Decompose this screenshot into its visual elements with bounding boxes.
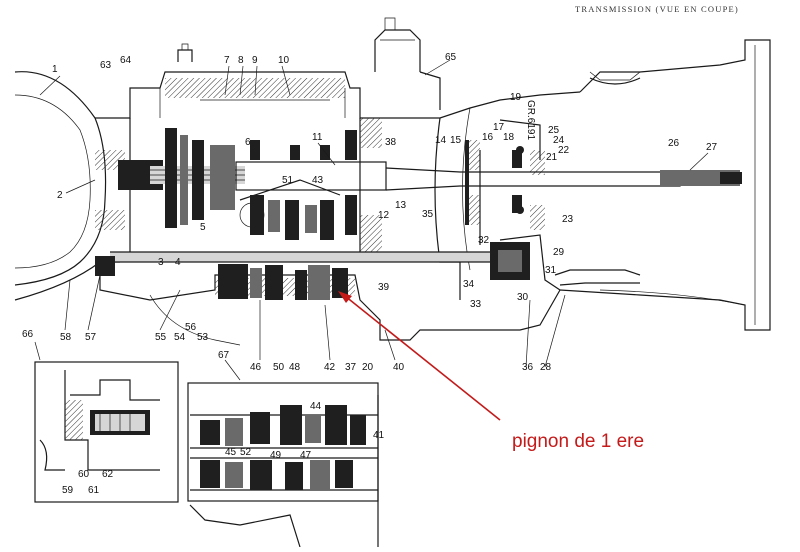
part-label: 45 xyxy=(225,447,237,458)
part-label: 9 xyxy=(252,55,258,66)
part-label: 47 xyxy=(300,450,312,461)
inset-67 xyxy=(187,382,379,548)
leader-lines xyxy=(34,59,709,381)
part-label: 25 xyxy=(548,125,560,136)
part-label: 62 xyxy=(102,469,114,480)
part-label: 41 xyxy=(373,430,385,441)
part-label: 11 xyxy=(312,132,323,143)
part-label: 58 xyxy=(60,332,72,343)
part-label: 3 xyxy=(158,257,164,268)
part-label: 4 xyxy=(175,257,181,268)
part-label: 35 xyxy=(422,209,434,220)
part-label: 23 xyxy=(562,214,574,225)
part-label: 20 xyxy=(362,362,374,373)
part-label: 17 xyxy=(493,122,505,133)
part-label: 19 xyxy=(510,92,522,103)
part-label: 40 xyxy=(393,362,405,373)
part-label: 18 xyxy=(503,132,515,143)
part-label: 51 xyxy=(282,175,294,186)
part-label: 8 xyxy=(238,55,244,66)
output-bearings xyxy=(465,140,641,286)
part-label: 36 xyxy=(522,362,534,373)
part-label: 30 xyxy=(517,292,529,303)
part-label: 43 xyxy=(312,175,324,186)
reference-code: GR.6191 xyxy=(525,100,536,140)
inset-66-label: 66 xyxy=(22,329,34,340)
part-label: 38 xyxy=(385,137,397,148)
part-label: 22 xyxy=(558,145,570,156)
part-label: 37 xyxy=(345,362,357,373)
part-label: 55 xyxy=(155,332,167,343)
part-label: 32 xyxy=(478,235,490,246)
part-label: 34 xyxy=(463,279,475,290)
part-label: 1 xyxy=(52,64,58,75)
part-label: 28 xyxy=(540,362,552,373)
part-label: 64 xyxy=(120,55,132,66)
countershaft xyxy=(95,242,530,300)
part-label: 12 xyxy=(378,210,390,221)
part-label: 7 xyxy=(224,55,230,66)
callout-text: pignon de 1 ere xyxy=(512,431,644,452)
part-label: 24 xyxy=(553,135,565,146)
part-label: 27 xyxy=(706,142,718,153)
part-label: 10 xyxy=(278,55,290,66)
part-label: 48 xyxy=(289,362,301,373)
part-label: 2 xyxy=(57,190,63,201)
part-label: 56 xyxy=(185,322,197,333)
primary-shaft xyxy=(118,128,742,228)
part-label: 15 xyxy=(450,135,462,146)
part-label: 49 xyxy=(270,450,282,461)
part-label: 13 xyxy=(395,200,407,211)
part-label: 26 xyxy=(668,138,680,149)
part-number-labels: 1 2 3 4 5 6 7 8 9 10 11 12 13 14 15 16 1… xyxy=(22,52,718,496)
pignon-callout: pignon de 1 ere xyxy=(338,291,644,452)
part-label: 21 xyxy=(546,152,558,163)
part-label: 33 xyxy=(470,299,482,310)
part-label: 52 xyxy=(240,447,252,458)
part-label: 29 xyxy=(553,247,565,258)
part-label: 46 xyxy=(250,362,262,373)
part-label: 60 xyxy=(78,469,90,480)
part-label: 59 xyxy=(62,485,74,496)
part-label: 16 xyxy=(482,132,494,143)
part-label: 42 xyxy=(324,362,336,373)
part-label: 57 xyxy=(85,332,97,343)
part-label: 44 xyxy=(310,401,322,412)
part-label: 61 xyxy=(88,485,100,496)
part-label: 31 xyxy=(545,265,557,276)
part-label: 50 xyxy=(273,362,285,373)
inset-66 xyxy=(34,361,179,503)
part-label: 63 xyxy=(100,60,112,71)
diagram-title: TRANSMISSION (VUE EN COUPE) xyxy=(575,4,739,14)
part-label: 65 xyxy=(445,52,457,63)
part-label: 54 xyxy=(174,332,186,343)
part-label: 53 xyxy=(197,332,209,343)
part-label: 14 xyxy=(435,135,447,146)
part-label: 6 xyxy=(245,137,251,148)
part-label: 5 xyxy=(200,222,206,233)
part-label: 39 xyxy=(378,282,390,293)
inset-67-label: 67 xyxy=(218,350,230,361)
upper-gears xyxy=(250,130,357,240)
